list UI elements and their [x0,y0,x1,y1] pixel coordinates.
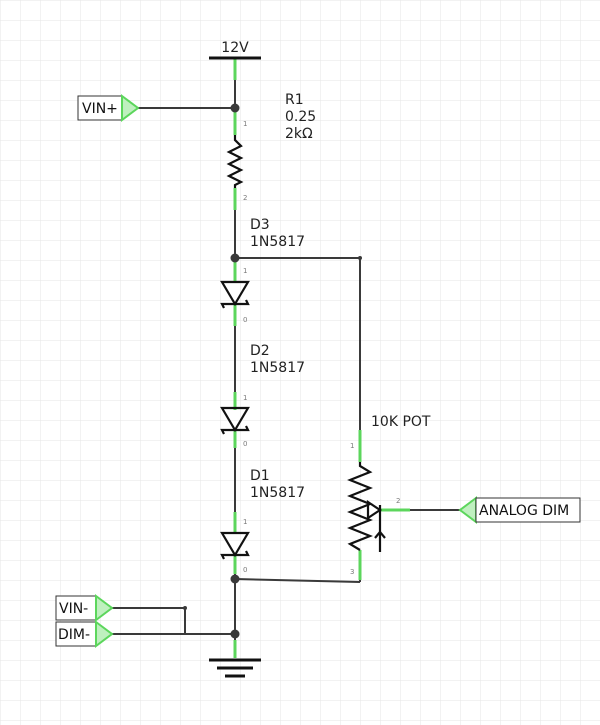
junction-dot [230,253,240,263]
junction-dot [230,574,240,584]
diode-d3[interactable]: 1 0 D3 1N5817 [220,217,305,324]
potentiometer-10k[interactable]: 1 2 3 10K POT [347,414,431,576]
diode-d2[interactable]: 1 0 D2 1N5817 [220,343,305,448]
d2-ref: D2 [250,343,270,359]
junctions [183,103,362,639]
r1-pin1-label: 1 [243,120,247,128]
port-analog-dim[interactable]: ANALOG DIM [458,496,581,524]
diode-d1[interactable]: 1 0 D1 1N5817 [220,468,305,574]
d3-part: 1N5817 [250,234,305,250]
junction-dot [230,629,240,639]
r1-ref: R1 [285,92,304,108]
pot-pin1-label: 1 [350,442,354,450]
d1-pin2-label: 0 [243,566,247,574]
port-vin-minus[interactable]: VIN- [55,594,114,622]
pot-pin3-label: 3 [350,568,354,576]
port-dim-minus[interactable]: DIM- [55,620,114,648]
resistor-r1[interactable]: 1 2 R1 0.25 2kΩ [226,92,316,202]
port-analog-dim-label: ANALOG DIM [479,503,569,519]
r1-power: 0.25 [285,109,316,125]
pot-ref: 10K POT [371,414,431,430]
d3-ref: D3 [250,217,270,233]
r1-value: 2kΩ [285,126,313,142]
d2-part: 1N5817 [250,360,305,376]
junction-dot [230,103,240,113]
d2-pin1-label: 1 [243,394,247,402]
port-vin-minus-label: VIN- [59,601,88,617]
power-label: 12V [221,40,249,56]
d1-ref: D1 [250,468,270,484]
pin-highlights [233,58,410,658]
bend-point [358,256,362,260]
port-vin-plus[interactable]: VIN+ [77,94,140,122]
power-12v-symbol[interactable]: 12V [209,40,261,60]
r1-pin2-label: 2 [243,194,247,202]
d1-part: 1N5817 [250,485,305,501]
d3-pin1-label: 1 [243,267,247,275]
d2-pin2-label: 0 [243,440,247,448]
ground-symbol[interactable] [209,658,261,678]
pot-pin2-label: 2 [396,497,400,505]
d3-pin2-label: 0 [243,316,247,324]
d1-pin1-label: 1 [243,518,247,526]
port-vin-plus-label: VIN+ [82,101,118,117]
port-dim-minus-label: DIM- [58,627,90,643]
bend-point [183,606,187,610]
